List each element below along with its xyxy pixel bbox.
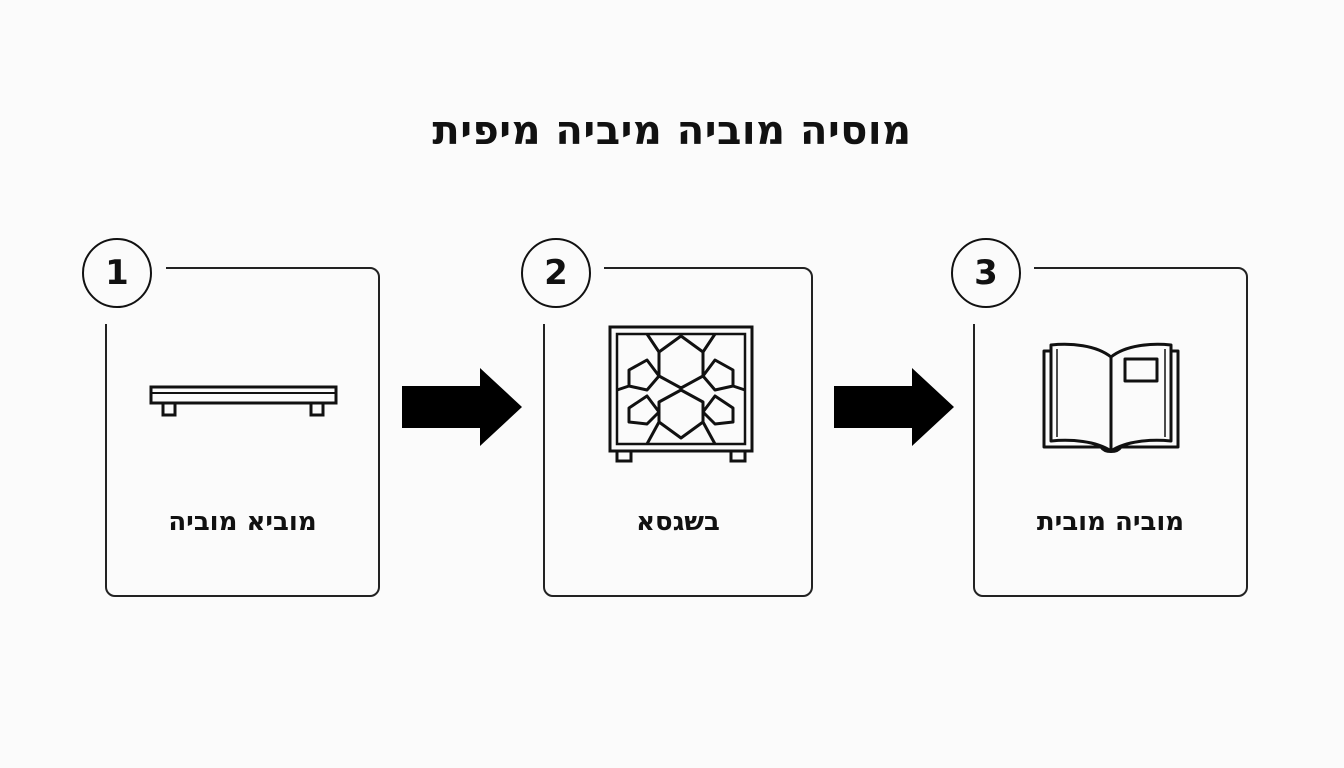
step-card-1: מוביא מוביה (105, 267, 380, 597)
step-card-2: בשגסא (543, 267, 813, 597)
step-label-1: מוביא מוביה (168, 507, 317, 537)
step-card-3: מוביה מובית (973, 267, 1248, 597)
tray-icon (149, 385, 338, 417)
diagram-title: מוסיה מוביה מיביה מיפית (432, 108, 912, 154)
step-label-3: מוביה מובית (1036, 507, 1185, 537)
step-number-1: 1 (82, 238, 152, 308)
open-book-icon (1042, 342, 1180, 453)
arrow-right-icon (834, 368, 954, 446)
step-number-3: 3 (951, 238, 1021, 308)
lattice-cabinet-icon (608, 325, 754, 463)
step-label-2: בשגסא (636, 507, 720, 537)
arrow-right-icon (402, 368, 522, 446)
step-number-2: 2 (521, 238, 591, 308)
